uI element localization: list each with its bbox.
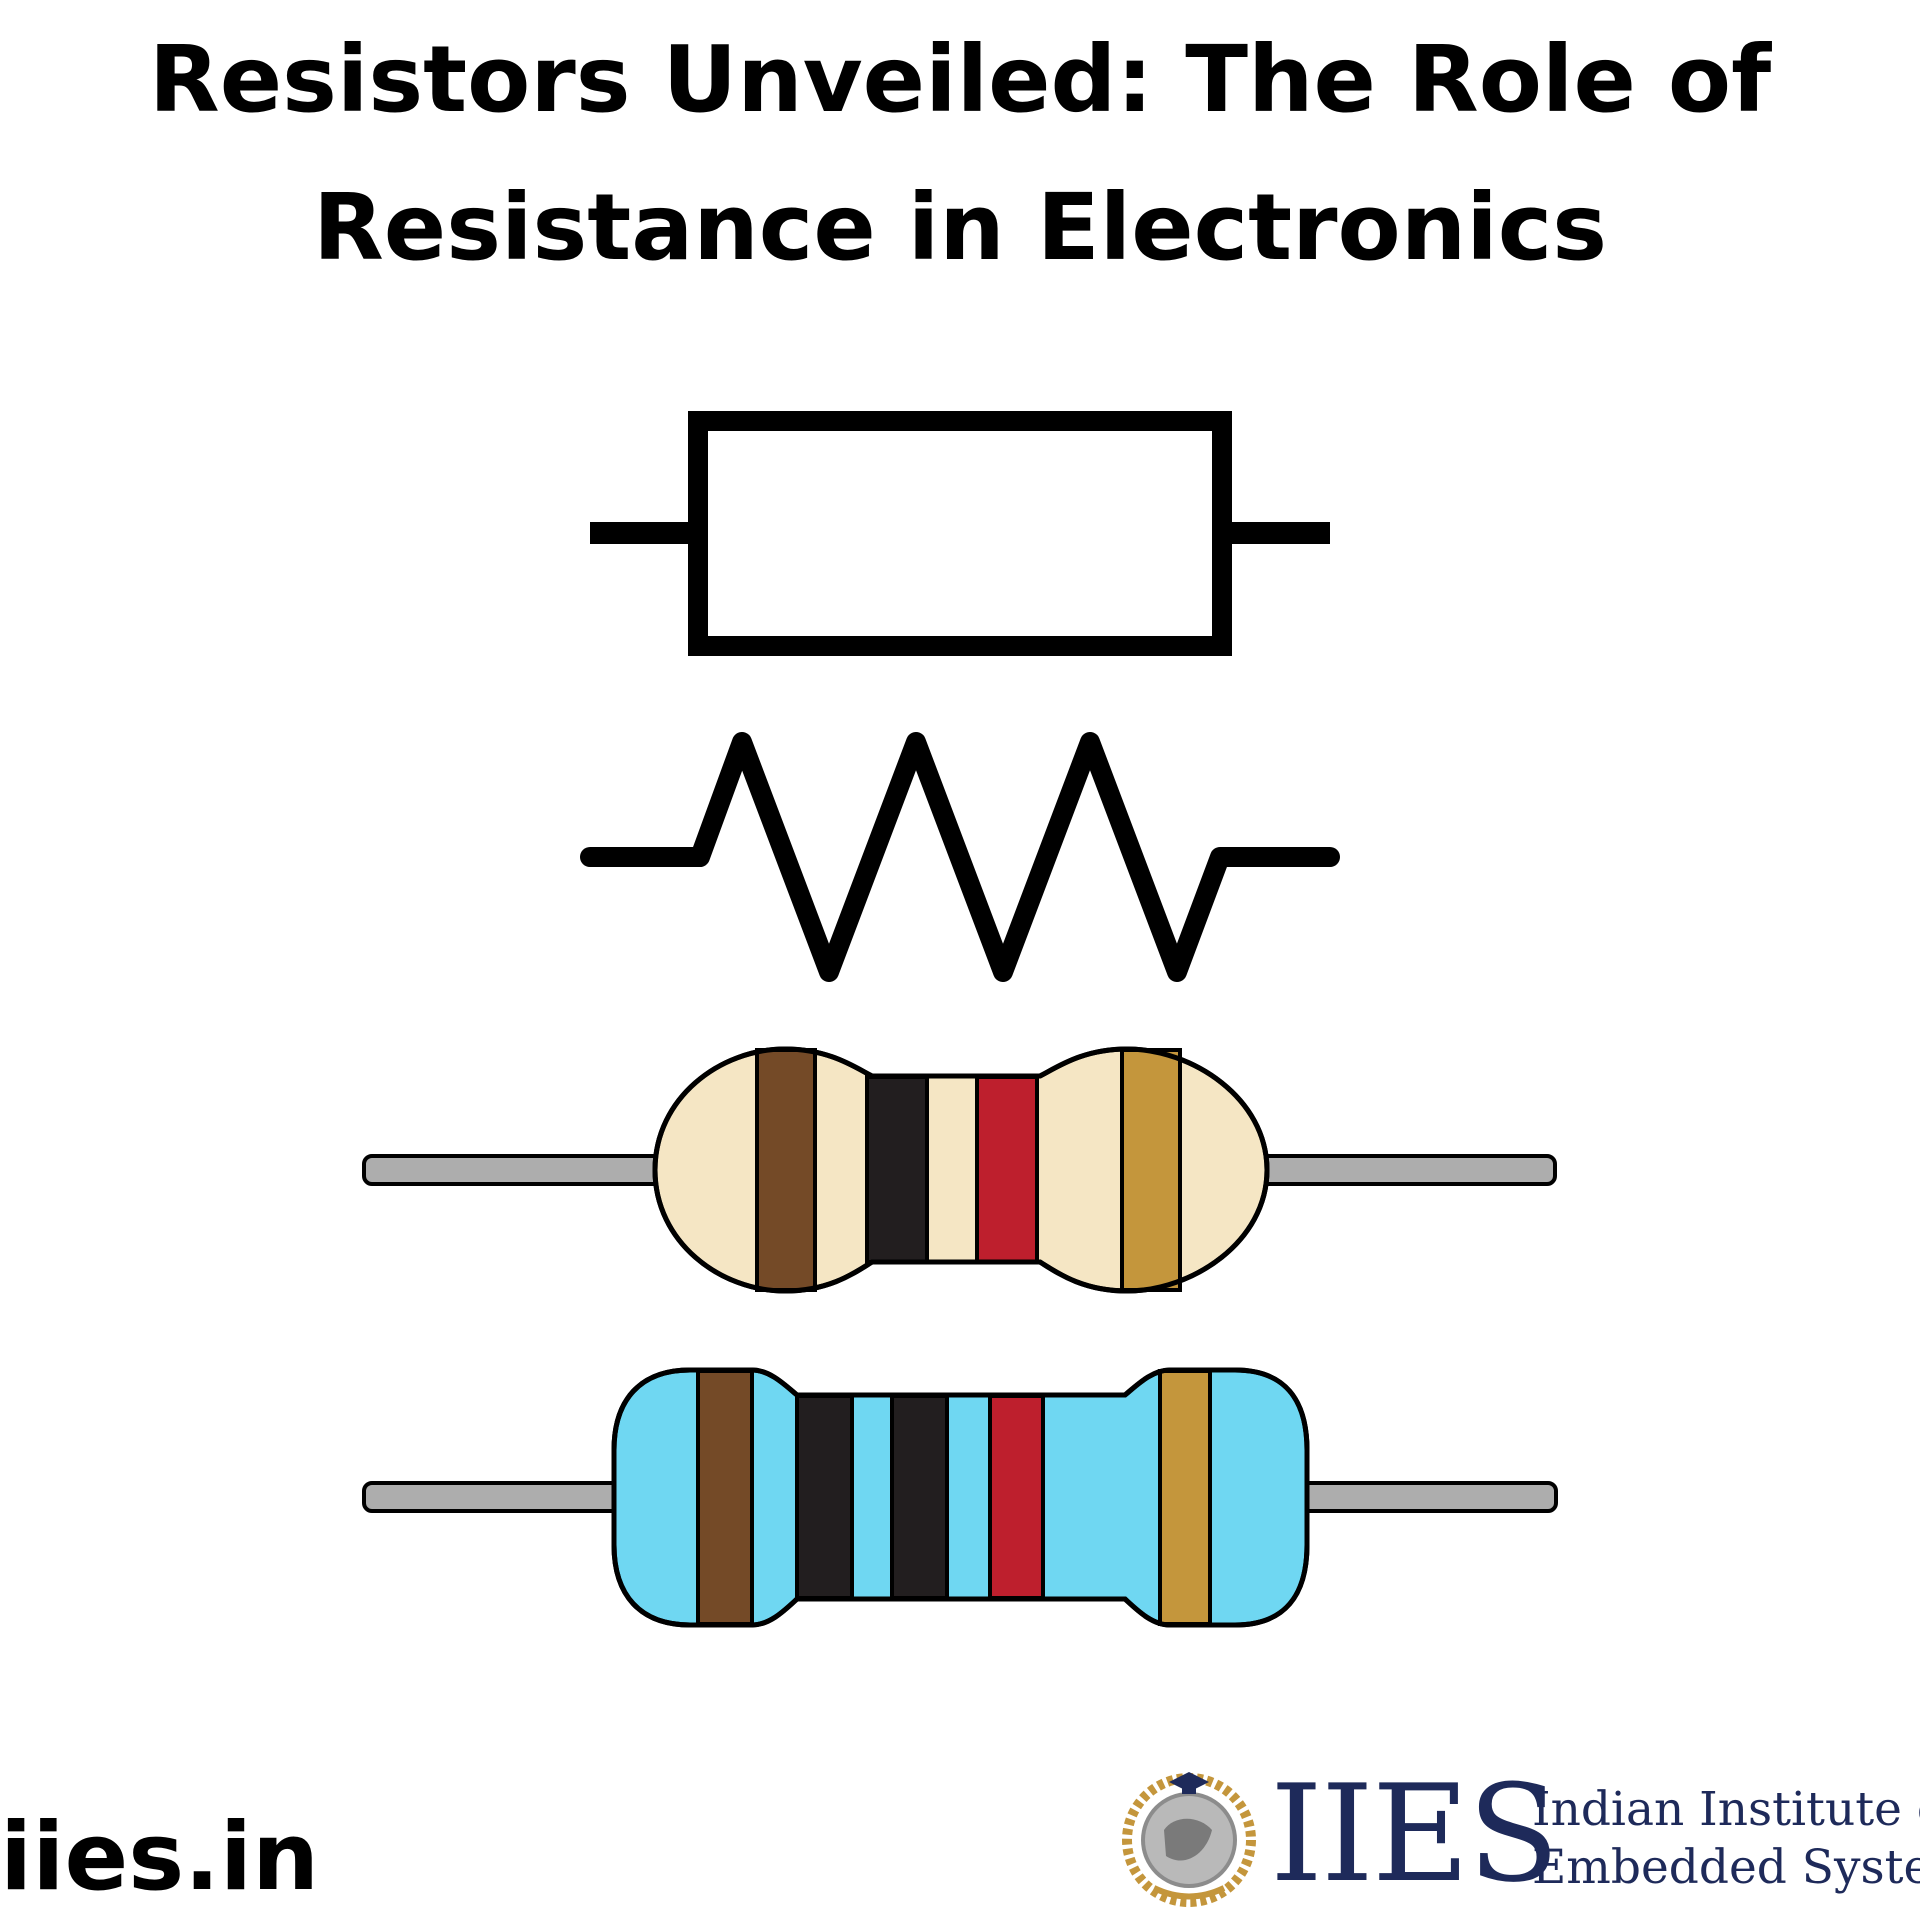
iies-logo: IIES Indian Institute of Embedded System… [1112,1752,1920,1920]
carbon-resistor-left-lead [362,1154,666,1186]
metal-film-resistor-icon [362,1367,1558,1628]
metal-film-resistor-band-brown [696,1369,754,1626]
metal-film-resistor-band-red [988,1394,1045,1600]
iies-emblem-icon [1122,1772,1256,1907]
title-line-1: Resistors Unveiled: The Role of [148,26,1772,133]
title-line-2: Resistance in Electronics [312,174,1608,281]
carbon-resistor-right-lead [1253,1154,1557,1186]
website-link[interactable]: iies.in [0,1803,319,1912]
carbon-resistor-band-black [865,1075,929,1264]
logo-mark: IIES [1270,1756,1559,1912]
page-title: Resistors Unveiled: The Role of Resistan… [60,6,1860,302]
carbon-resistor-band-brown [755,1048,817,1292]
carbon-resistor-band-gold [1120,1048,1182,1292]
resistor-box-symbol-icon [590,411,1330,656]
logo-name-line-1: Indian Institute of [1532,1782,1920,1837]
carbon-resistor-band-red [975,1075,1039,1264]
metal-film-resistor-left-lead [362,1481,646,1513]
logo-name-line-2: Embedded Systems [1532,1840,1920,1895]
metal-film-resistor-band-black-2 [890,1394,949,1600]
carbon-resistor-icon [362,1046,1557,1294]
metal-film-resistor-band-gold [1158,1369,1212,1626]
metal-film-resistor-band-black-1 [795,1394,854,1600]
resistor-zigzag-symbol-icon [580,732,1340,982]
metal-film-resistor-right-lead [1288,1481,1558,1513]
